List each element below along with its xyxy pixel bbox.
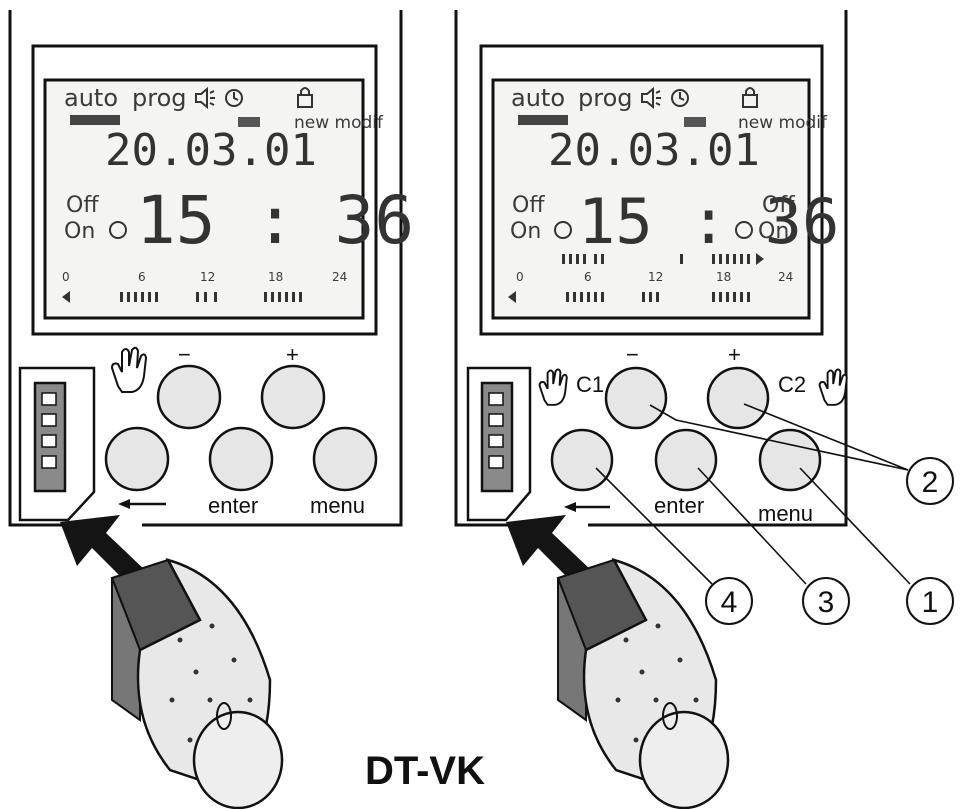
scale-tick: 12 <box>200 270 215 284</box>
callout-1: 1 <box>906 577 954 625</box>
lcd-channel-off: Off <box>66 193 99 218</box>
menu-button[interactable] <box>758 428 822 492</box>
memory-key-icon <box>110 558 284 809</box>
lcd-date: 20.03.01 <box>105 125 317 176</box>
lcd-battery-bar <box>70 115 120 125</box>
lcd-channel2-on: On <box>758 219 789 244</box>
lcd-channel2-off: Off <box>762 193 795 218</box>
left-lcd: auto prog new modif 20.03.01 Off On <box>31 44 414 336</box>
right-device: auto prog new modif 20.03.01 Off On <box>454 10 954 809</box>
lcd-dst-indicator <box>238 117 260 127</box>
speaker-icon <box>641 86 661 110</box>
lcd-channel-off: Off <box>512 193 545 218</box>
c1-label: C1 <box>576 372 604 397</box>
lock-icon <box>297 87 313 108</box>
scale-tick: 6 <box>138 270 146 284</box>
speaker-icon <box>195 86 215 110</box>
memory-key-slot <box>466 366 532 522</box>
minus-c1-button[interactable] <box>604 366 668 430</box>
lcd-status-text: new modif <box>294 113 384 133</box>
scale-tick: 24 <box>332 270 347 284</box>
back-arrow-icon <box>118 499 166 509</box>
callout-number: 1 <box>922 586 939 619</box>
lcd-battery-bar <box>518 115 568 125</box>
scale-tick: 18 <box>716 270 731 284</box>
scale-tick: 0 <box>516 270 524 284</box>
lcd-dst-indicator <box>684 117 706 127</box>
enter-button[interactable] <box>654 428 718 492</box>
scale-tick: 12 <box>648 270 663 284</box>
lcd-label-prog: prog <box>578 84 633 112</box>
clock-icon <box>671 89 689 107</box>
lcd-time-scale: 0 6 12 18 24 <box>62 270 347 284</box>
back-button[interactable] <box>104 426 170 492</box>
menu-button[interactable] <box>312 426 378 492</box>
callout-number: 4 <box>721 586 738 619</box>
lcd-program-bars <box>62 291 302 303</box>
enter-button[interactable] <box>208 426 274 492</box>
scale-tick: 18 <box>268 270 283 284</box>
memory-key-icon <box>556 558 730 809</box>
plus-c2-button[interactable] <box>706 366 770 430</box>
enter-label: enter <box>208 493 258 518</box>
lcd-channel-circle <box>554 221 572 239</box>
memory-key-slot <box>18 366 96 522</box>
enter-label: enter <box>654 493 704 518</box>
minus-button[interactable] <box>156 364 222 430</box>
menu-label: menu <box>758 501 813 526</box>
plus-button[interactable] <box>260 364 326 430</box>
scale-tick: 24 <box>778 270 793 284</box>
menu-label: menu <box>310 493 365 518</box>
plus-label: + <box>286 342 299 367</box>
lcd-time-scale: 0 6 12 18 24 <box>516 270 793 284</box>
left-device: auto prog new modif 20.03.01 Off On <box>8 10 414 809</box>
lcd-program-bars <box>508 291 750 303</box>
back-arrow-icon <box>564 502 610 512</box>
scale-tick: 6 <box>584 270 592 284</box>
lcd-channel-on: On <box>64 219 95 244</box>
scale-tick: 0 <box>62 270 70 284</box>
callout-2: 2 <box>906 457 954 505</box>
right-lcd: auto prog new modif 20.03.01 Off On <box>479 44 839 336</box>
callout-number: 3 <box>818 586 835 619</box>
hand-icon <box>110 346 148 393</box>
callout-lines <box>595 403 911 585</box>
clock-icon <box>225 89 243 107</box>
c2-label: C2 <box>778 372 806 397</box>
lcd-date: 20.03.01 <box>548 125 760 176</box>
callout-number: 2 <box>922 466 939 499</box>
plus-label: + <box>728 342 741 367</box>
lcd-program-bars-c2 <box>562 253 764 265</box>
hand-icon <box>538 368 568 406</box>
lcd-channel-on: On <box>510 219 541 244</box>
minus-label: − <box>178 342 191 367</box>
model-title: DT-VK <box>365 749 485 793</box>
lcd-status-text: new modif <box>738 113 828 133</box>
callout-4: 4 <box>705 577 753 625</box>
minus-label: − <box>626 342 639 367</box>
lcd-time: 15 : 36 <box>136 182 414 259</box>
back-button[interactable] <box>550 428 614 492</box>
lcd-channel-circle <box>109 221 127 239</box>
lcd-channel2-circle <box>735 221 753 239</box>
lcd-time: 15 : 36 <box>578 185 839 258</box>
callout-3: 3 <box>802 577 850 625</box>
lcd-label-auto: auto <box>511 84 565 112</box>
hand-icon <box>818 368 848 406</box>
lcd-label-prog: prog <box>132 84 187 112</box>
lock-icon <box>742 87 758 108</box>
lcd-label-auto: auto <box>64 84 118 112</box>
